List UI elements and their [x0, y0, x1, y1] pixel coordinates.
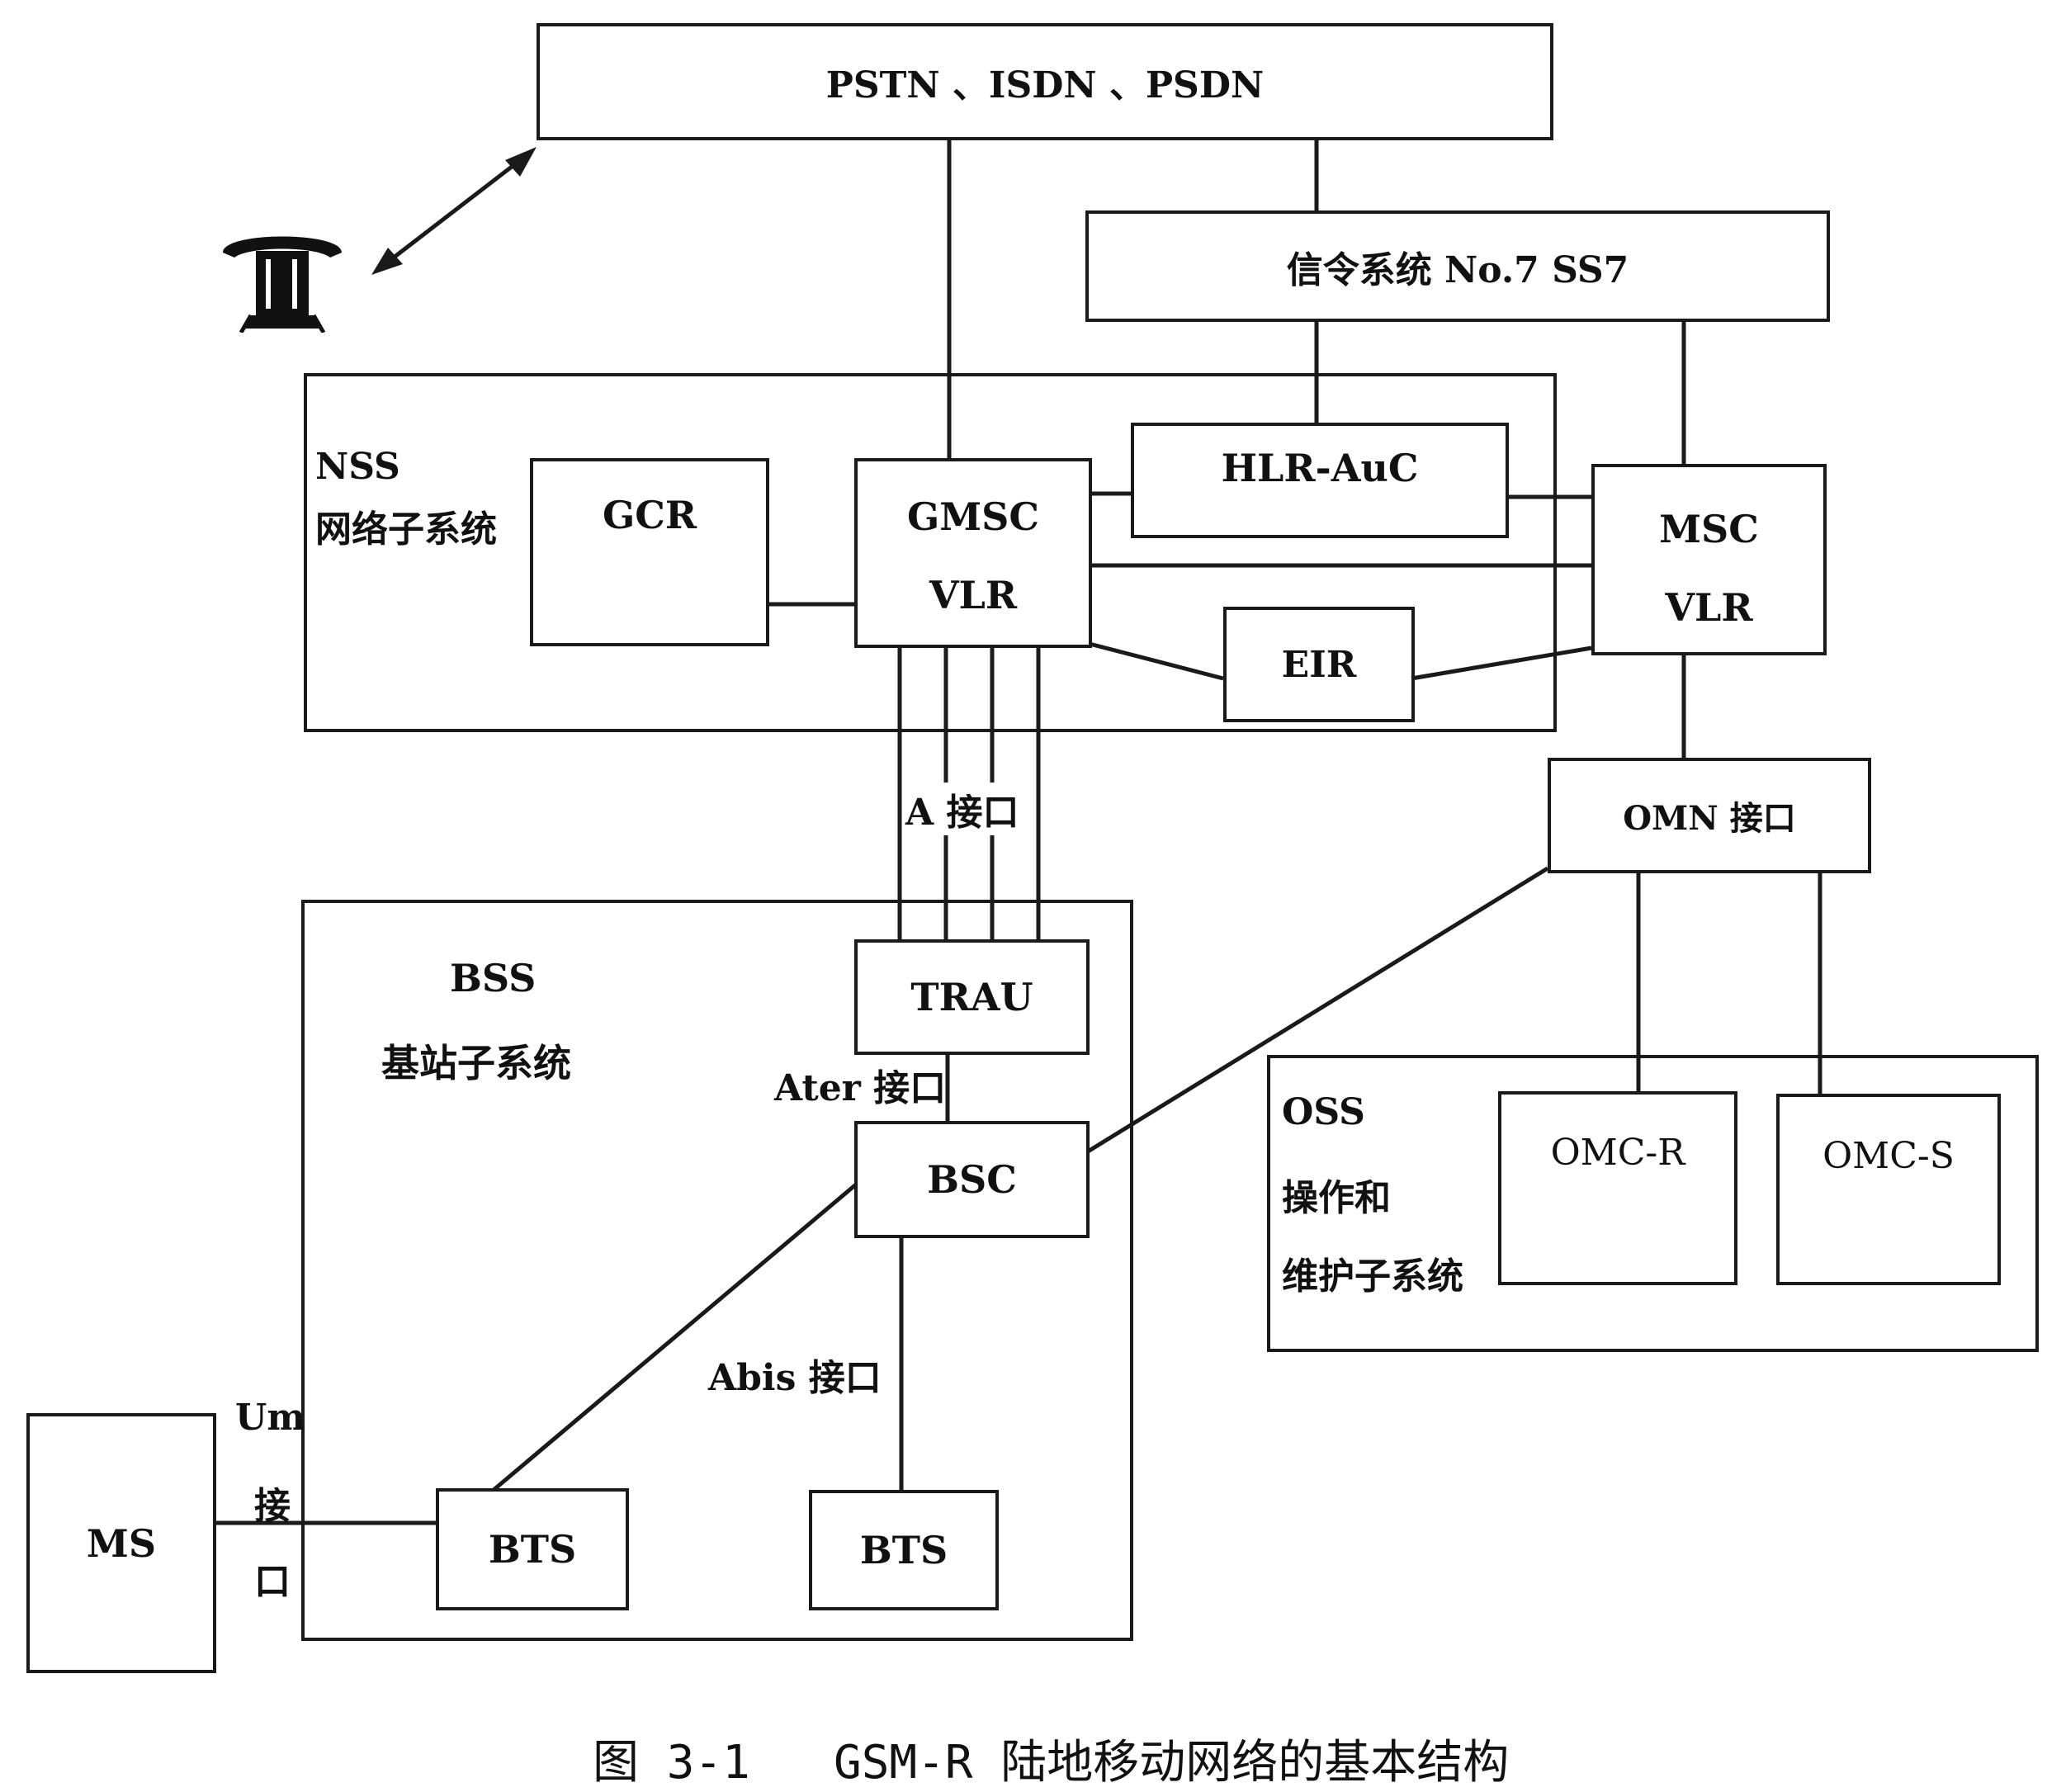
bts-label-1: BTS — [488, 1527, 577, 1572]
trau-label: TRAU — [910, 975, 1033, 1019]
hlr-auc-box: HLR-AuC — [1131, 423, 1509, 538]
omc-r-label: OMC-R — [1550, 1132, 1685, 1174]
gmsc-vlr-label: VLR — [929, 573, 1018, 617]
omn-interface-box: OMN 接口 — [1548, 758, 1871, 873]
msc-vlr-box: MSC VLR — [1591, 464, 1827, 655]
ss7-box: 信令系统 No.7 SS7 — [1085, 210, 1830, 322]
um-interface-label-2: 接 — [254, 1485, 291, 1527]
hlr-label: HLR-AuC — [1221, 446, 1419, 490]
oss-subtitle-2: 维护子系统 — [1282, 1255, 1463, 1298]
figure-caption: 图 3-1 GSM-R 陆地移动网络的基本结构 — [593, 1736, 1510, 1790]
nss-container — [304, 373, 1557, 732]
bts-box-2: BTS — [809, 1490, 999, 1610]
gmsc-label: GMSC — [906, 494, 1040, 539]
bsc-label: BSC — [927, 1157, 1017, 1202]
ss7-label: 信令系统 No.7 SS7 — [1286, 248, 1629, 291]
nss-subtitle: 网络子系统 — [315, 508, 497, 551]
ms-label: MS — [86, 1520, 157, 1566]
bts-label-2: BTS — [859, 1528, 948, 1572]
gcr-box: GCR — [530, 458, 769, 646]
trau-box: TRAU — [854, 939, 1090, 1055]
oss-container — [1267, 1055, 2039, 1352]
a-interface-label: A 接口 — [904, 783, 1021, 835]
eir-box: EIR — [1223, 607, 1415, 722]
omc-s-box: OMC-S — [1776, 1094, 2001, 1285]
omc-r-box: OMC-R — [1498, 1091, 1737, 1285]
gmsc-vlr-box: GMSC VLR — [854, 458, 1092, 648]
bss-title: BSS — [450, 956, 537, 1000]
bsc-box: BSC — [854, 1121, 1090, 1238]
msc-label: MSC — [1659, 507, 1759, 551]
ms-box: MS — [26, 1413, 216, 1673]
bss-container — [301, 900, 1133, 1641]
omc-s-label: OMC-S — [1822, 1135, 1955, 1177]
oss-title: OSS — [1282, 1091, 1365, 1133]
ater-interface-label: Ater 接口 — [774, 1067, 947, 1109]
bts-box-1: BTS — [436, 1488, 629, 1610]
um-interface-label-3: 口 — [254, 1561, 291, 1603]
gcr-label: GCR — [602, 493, 697, 537]
eir-label: EIR — [1281, 643, 1357, 686]
omn-label: OMN 接口 — [1623, 799, 1796, 838]
nss-title: NSS — [315, 446, 400, 488]
pstn-label: PSTN 、ISDN 、PSDN — [825, 64, 1265, 106]
bss-subtitle: 基站子系统 — [381, 1041, 571, 1085]
msc-vlr-label: VLR — [1665, 585, 1753, 630]
oss-subtitle-1: 操作和 — [1282, 1177, 1391, 1219]
abis-interface-label: Abis 接口 — [708, 1357, 882, 1399]
um-interface-label: Um — [235, 1397, 305, 1439]
pstn-isdn-psdn-box: PSTN 、ISDN 、PSDN — [537, 23, 1553, 140]
telephone-icon — [216, 221, 348, 334]
